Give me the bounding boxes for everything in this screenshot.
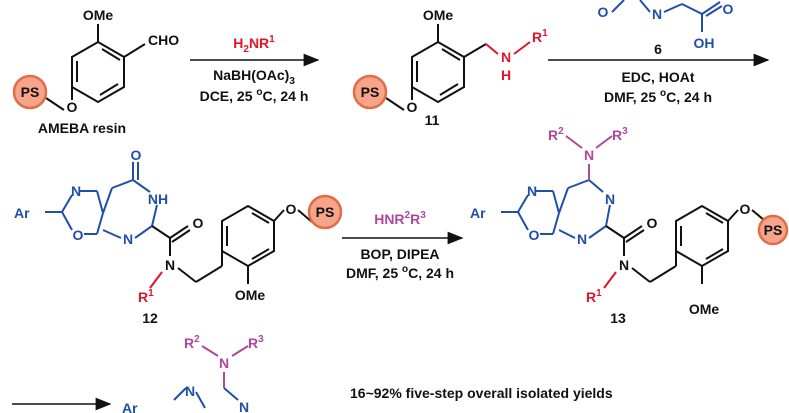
step1-condition-2: DCE, 25 oC, 24 h [200,87,309,104]
step2-condition-1: EDC, HOAt [621,69,694,85]
compound-13-amide [605,204,765,284]
r1-label-12: R1 [138,288,154,305]
h-label-11: H [501,67,511,83]
ether-o-label-13: O [740,201,751,217]
ether-o-label: O [67,99,78,115]
oxazole-o-label-12: O [73,227,84,243]
acid-6-o-label: O [598,4,609,20]
final-n-label: N [185,383,195,399]
oxazole-n-label-13: N [527,183,537,199]
final-product-core [173,387,239,409]
ps-label-11: PS [361,84,380,100]
ameba-resin-structure [45,24,146,111]
ring-n-label-12: N [123,231,133,247]
step1-reagent: H2NR1 [233,34,275,55]
carbonyl-o-label-12: O [131,147,142,163]
ome-label-11: OMe [423,7,454,23]
amide-n-label-12: N [165,257,175,273]
ether-o-label-11: O [407,99,418,115]
step3-reagent: HNR2R3 [374,210,426,227]
ether-o-label-12: O [286,201,297,217]
ome-label: OMe [83,7,114,23]
step2-condition-2: DMF, 25 oC, 24 h [604,88,712,105]
n-label-11: N [501,49,511,65]
acid-6-o2-label: O [723,1,734,17]
ps-label-13: PS [764,222,783,238]
ar-label-12: Ar [14,205,30,221]
compound-12-amide [151,204,313,284]
ps-label-12: PS [316,204,335,220]
step3-condition-1: BOP, DIPEA [360,246,439,262]
ps-resin-bead-11 [352,74,388,110]
nr2r3-bonds-13 [565,135,613,180]
final-ar-label: Ar [122,400,138,413]
ome-label-13: OMe [689,301,720,317]
acid-6-structure [611,0,723,32]
final-r3-label: R3 [248,334,264,351]
step1-condition-1: NaBH(OAc)3 [213,67,295,87]
nh-label-12: NH [148,191,168,207]
amide-o-label-12: O [193,215,204,231]
final-product-fragment [201,345,249,388]
r1-label-11: R1 [532,28,548,45]
r1-bond-13 [603,271,617,289]
ome-label-12: OMe [235,287,266,303]
ps-resin-bead [12,74,48,110]
amine-bonds-11 [485,41,531,55]
yield-summary: 16~92% five-step overall isolated yields [350,385,613,401]
cho-label: CHO [148,32,179,48]
final-ring-n-label: N [239,399,249,413]
amide-n-label-13: N [619,257,629,273]
acid-6-n-label: N [652,6,662,22]
ring-n-label-13: N [577,231,587,247]
compound-12-core [45,162,158,239]
r3-label-13: R3 [612,126,628,143]
oxazole-n-label-12: N [71,183,81,199]
compound-13-core [501,179,611,239]
r1-bond-12 [149,271,163,289]
compound-11-label: 11 [425,112,440,128]
final-r2-label: R2 [184,334,200,351]
ring-n-top-label-13: N [605,191,615,207]
ar-label-13: Ar [470,205,486,221]
compound-11-structure [385,24,487,111]
oxazole-o-label-13: O [529,227,540,243]
r1-label-13: R1 [586,288,602,305]
compound-12-label: 12 [142,310,158,326]
r2-label-13: R2 [548,126,564,143]
final-amine-n-label: N [219,355,229,371]
ps-resin-bead-12 [307,194,343,230]
step3-condition-2: DMF, 25 oC, 24 h [346,264,454,281]
ps-resin-bead-13 [757,214,789,246]
compound-13-label: 13 [610,310,626,326]
compound-6-label: 6 [654,41,662,57]
acid-6-oh-label: OH [694,35,715,51]
amine-n-label-13: N [584,147,594,163]
ps-label: PS [21,84,40,100]
ameba-resin-label: AMEBA resin [38,120,126,136]
amide-o-label-13: O [647,215,658,231]
